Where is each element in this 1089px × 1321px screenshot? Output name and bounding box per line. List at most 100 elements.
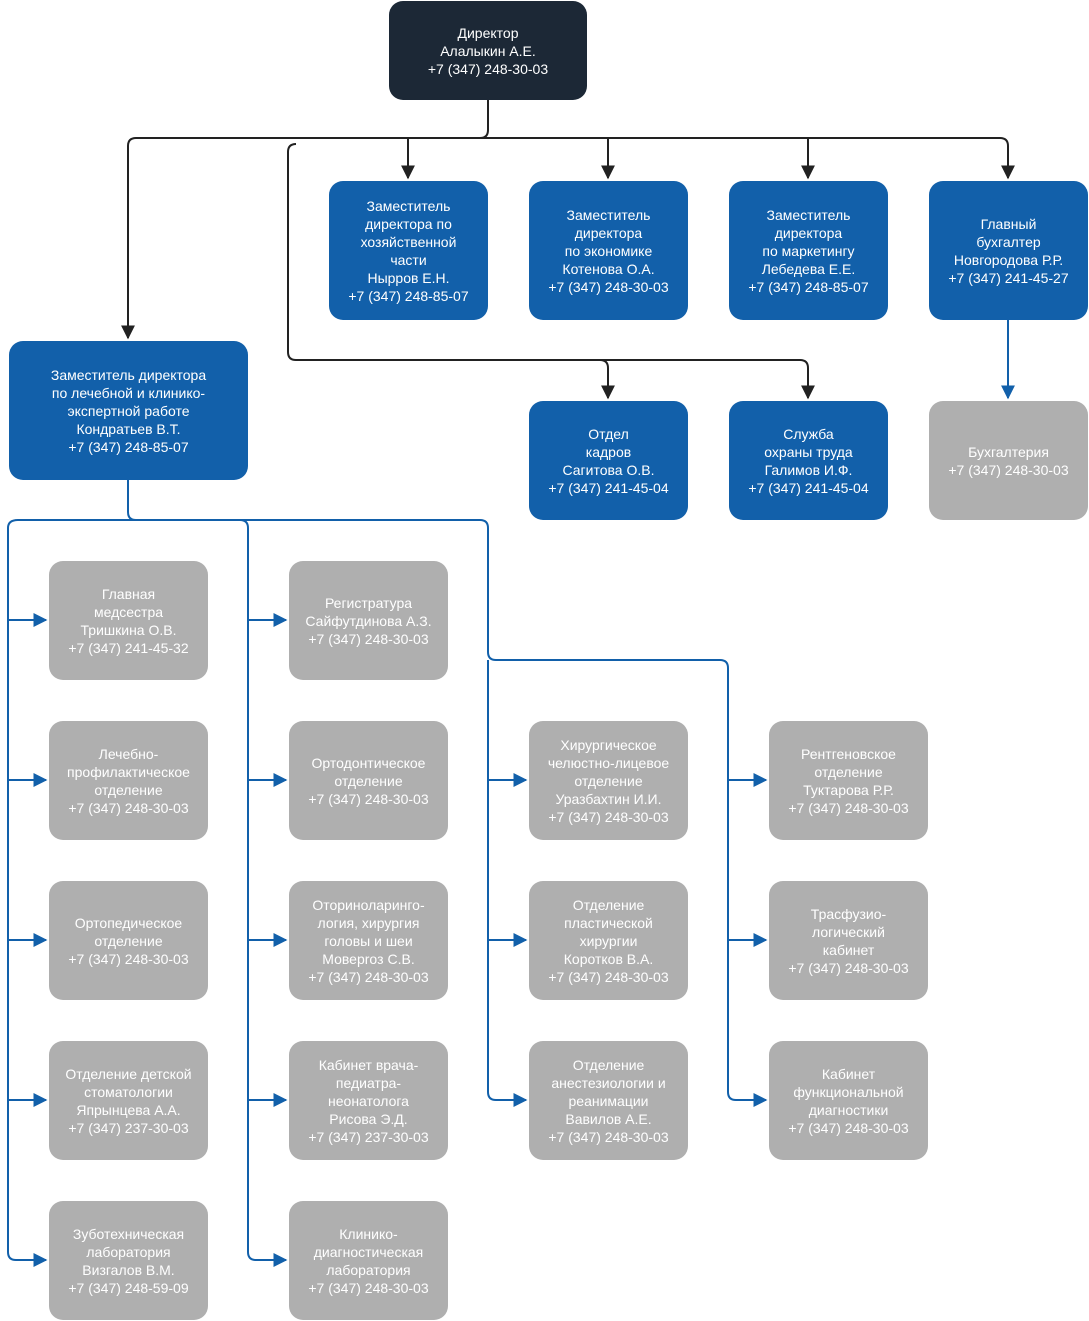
box-line: Трасфузио- [810,905,887,922]
box-line: Галимов И.Ф. [764,461,853,478]
box-line: +7 (347) 248-30-03 [308,790,429,807]
transfusion-office-box: Трасфузио- логический кабинет +7 (347) 2… [769,881,928,1000]
column3-spine [487,660,528,1107]
box-line: Рисова Э.Д. [329,1110,408,1127]
box-line: директора по [365,215,452,232]
pediatrician-office-box: Кабинет врача- педиатра- неонатолога Рис… [289,1041,448,1160]
box-line: Служба [783,425,834,442]
box-line: Япрынцева А.А. [76,1101,181,1118]
box-line: Отделение [572,1056,645,1073]
deputy-marketing-box: Заместитель директора по маркетингу Лебе… [729,181,888,320]
box-line: хозяйственной [360,233,457,250]
box-line: +7 (347) 241-45-04 [748,479,869,496]
box-line: Сагитова О.В. [562,461,655,478]
connector-second-row-trunk [287,143,815,400]
box-line: экспертной работе [67,402,190,419]
xray-department-box: Рентгеновское отделение Туктарова Р.Р. +… [769,721,928,840]
box-line: +7 (347) 248-30-03 [308,630,429,647]
hr-department-box: Отдел кадров Сагитова О.В. +7 (347) 241-… [529,401,688,520]
box-line: +7 (347) 248-30-03 [548,1128,669,1145]
connector-to-hr [599,359,615,400]
box-line: Кабинет врача- [318,1056,419,1073]
box-line: Кабинет [821,1065,876,1082]
box-line: профилактическое [67,763,190,780]
box-line: Лечебно- [98,745,159,762]
box-line: Ортопедическое [74,914,183,931]
box-line: +7 (347) 248-85-07 [348,287,469,304]
box-line: лаборатория [326,1261,411,1278]
box-line: +7 (347) 241-45-27 [948,269,1069,286]
labor-safety-box: Служба охраны труда Галимов И.Ф. +7 (347… [729,401,888,520]
box-line: Главная [101,585,156,602]
box-line: логия, хирургия [317,914,420,931]
box-line: директора [774,224,843,241]
ent-surgery-box: Оториноларинго- логия, хирургия головы и… [289,881,448,1000]
functional-diagnostics-box: Кабинет функциональной диагностики +7 (3… [769,1041,928,1160]
box-line: +7 (347) 248-30-03 [308,1279,429,1296]
box-line: Уразбахтин И.И. [555,790,662,807]
box-line: кабинет [822,941,875,958]
box-line: Клинико- [339,1225,398,1242]
box-line: логический [812,923,885,940]
box-line: пластической [564,914,653,931]
medical-bus [18,519,768,1107]
accounting-box: Бухгалтерия +7 (347) 248-30-03 [929,401,1088,520]
connector-to-chief-accountant [488,137,1015,180]
box-line: Котенова О.А. [562,260,655,277]
orthopedic-department-box: Ортопедическое отделение +7 (347) 248-30… [49,881,208,1000]
box-line: Главный [980,215,1037,232]
box-line: Туктарова Р.Р. [803,781,894,798]
box-line: части [390,251,427,268]
box-line: +7 (347) 248-59-09 [68,1279,189,1296]
box-line: +7 (347) 237-30-03 [308,1128,429,1145]
anesthesiology-box: Отделение анестезиологии и реанимации Ва… [529,1041,688,1160]
box-line: анестезиологии и [551,1074,666,1091]
box-line: +7 (347) 248-30-03 [548,278,669,295]
box-line: головы и шеи [324,932,413,949]
medical-deputy-box: Заместитель директора по лечебной и клин… [9,341,248,480]
box-line: челюстно-лицевое [547,754,670,771]
box-line: Отделение детской [65,1065,192,1082]
box-line: по маркетингу [762,242,855,259]
box-line: +7 (347) 248-30-03 [308,968,429,985]
plastic-surgery-box: Отделение пластической хирургии Коротков… [529,881,688,1000]
box-line: по лечебной и клинико- [51,384,206,401]
box-line: функциональной [793,1083,904,1100]
box-line: +7 (347) 241-45-04 [548,479,669,496]
pediatric-dentistry-box: Отделение детской стоматологии Япрынцева… [49,1041,208,1160]
box-line: Зуботехническая [72,1225,185,1242]
box-line: Заместитель [566,206,651,223]
box-line: диагностики [808,1101,889,1118]
box-line: Тришкина О.В. [80,621,177,638]
column2-spine [239,519,288,1267]
box-line: медсестра [93,603,164,620]
box-line: +7 (347) 248-30-03 [788,1119,909,1136]
box-line: Оториноларинго- [312,896,425,913]
box-line: Алалыкин А.Е. [440,42,536,59]
box-line: +7 (347) 241-45-32 [68,639,189,656]
box-line: Заместитель [366,197,451,214]
box-line: Новгородова Р.Р. [953,251,1064,268]
clinical-lab-box: Клинико- диагностическая лаборатория +7 … [289,1201,448,1320]
box-line: отделение [814,763,883,780]
preventive-department-box: Лечебно- профилактическое отделение +7 (… [49,721,208,840]
box-line: Ортодонтическое [311,754,426,771]
deputy-household-box: Заместитель директора по хозяйственной ч… [329,181,488,320]
connector-to-medical-deputy [121,137,488,340]
box-line: реанимации [568,1092,649,1109]
director-box: Директор Алалыкин А.Е. +7 (347) 248-30-0… [389,1,587,100]
chief-accountant-box: Главный бухгалтер Новгородова Р.Р. +7 (3… [929,181,1088,320]
box-line: +7 (347) 248-30-03 [788,959,909,976]
box-line: отделение [94,932,163,949]
box-line: Отдел [588,425,629,442]
box-line: Лебедева Е.Е. [761,260,856,277]
box-line: Отделение [572,896,645,913]
box-line: неонатолога [328,1092,409,1109]
box-line: по экономике [564,242,653,259]
box-line: Вавилов А.Е. [565,1110,652,1127]
box-line: +7 (347) 248-85-07 [748,278,869,295]
box-line: Хирургическое [560,736,657,753]
dental-lab-box: Зуботехническая лаборатория Визгалов В.М… [49,1201,208,1320]
box-line: Коротков В.А. [563,950,654,967]
